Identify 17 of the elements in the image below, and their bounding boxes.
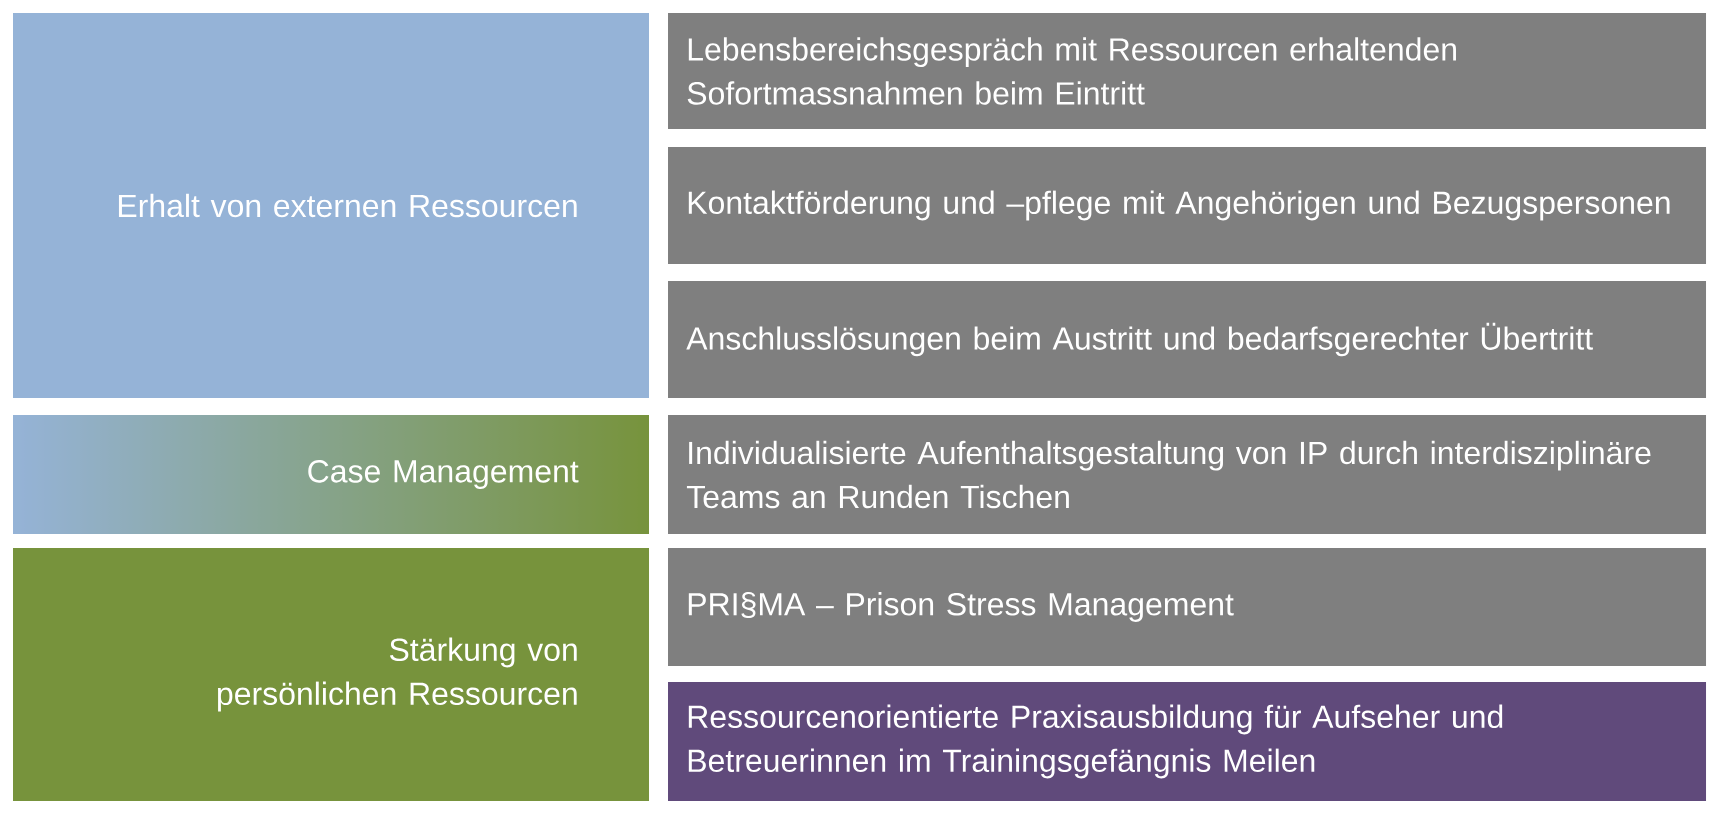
- measure-box: [668, 682, 1707, 801]
- measure-box: [668, 13, 1707, 129]
- box-text: Stärkung von persönlichen Ressourcen: [218, 637, 577, 712]
- category-box: [13, 13, 649, 398]
- box-text: Anschlusslösungen beim Austritt und bedarfsgerechter Übertritt: [686, 322, 1593, 357]
- box-text: Lebensbereichsgespräch mit Ressourcen erhaltenden Sofortmassnahmen beim Eintritt: [687, 37, 1456, 105]
- box-text: Case Management: [308, 460, 579, 489]
- measure-box: [668, 281, 1707, 398]
- box-text: Kontaktförderung und –pflege mit Angehörigen und Bezugspersonen: [688, 190, 1670, 221]
- measure-box: [668, 147, 1707, 264]
- measure-box: [668, 415, 1707, 534]
- box-text: Erhalt von externen Ressourcen: [118, 193, 577, 218]
- box-text: Individualisierte Aufenthaltsgestaltung von IP durch interdisziplinäre Teams an Runden Tischen: [686, 440, 1651, 509]
- measure-box: [668, 548, 1707, 666]
- box-text: Ressourcenorientierte Praxisausbildung für Aufseher und Betreuerinnen im Trainingsgefängnis Meilen: [688, 704, 1503, 779]
- category-box: [13, 548, 649, 801]
- box-text: PRI§MA – Prison Stress Management: [688, 592, 1234, 622]
